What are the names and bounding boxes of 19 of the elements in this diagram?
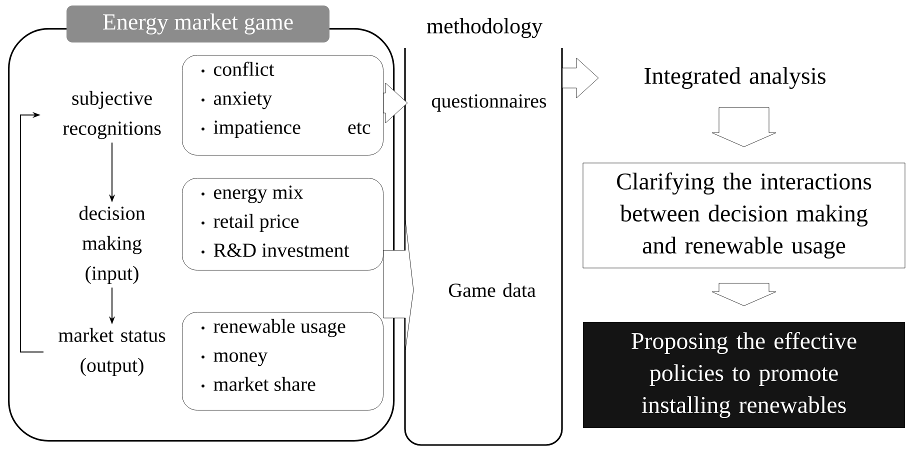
result-box: Clarifying the interactions between decision making and renewable usage — [582, 162, 906, 268]
text-label: market status (output) — [58, 328, 166, 376]
block-arrow — [562, 58, 599, 98]
highlight-box: Proposing the effective policies to promote installing renewables — [583, 322, 905, 428]
text-label: Game data — [448, 282, 536, 298]
text-label: Integrated analysis — [644, 67, 826, 89]
list-box: conflict anxiety impatience etc — [182, 55, 384, 156]
text-label: subjective recognitions — [62, 90, 161, 140]
block-arrow — [383, 220, 414, 350]
text-label: decision making (input) — [79, 206, 146, 284]
block-arrow — [383, 82, 408, 124]
list-box: renewable usage money market share — [182, 312, 384, 410]
title-tab: Energy market game — [66, 6, 330, 42]
arrow — [20, 112, 44, 352]
column-heading: methodology — [426, 18, 542, 38]
text-label: questionnaires — [432, 94, 546, 112]
list-box: energy mix retail price R&D investment — [182, 178, 384, 270]
block-arrow — [712, 107, 776, 147]
block-arrow — [712, 283, 776, 306]
